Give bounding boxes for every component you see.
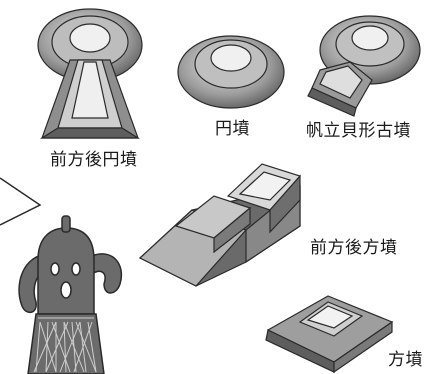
hofun-mound	[265, 295, 394, 374]
zenpo-koho-fun-mound	[138, 163, 302, 287]
label-enpun: 円墳	[215, 119, 250, 139]
label-hofun: 方墳	[388, 350, 423, 370]
speech-bubble-tail	[0, 177, 42, 226]
label-zenpo-koen-fun: 前方後円墳	[50, 150, 138, 170]
hotategai-kofun-mound	[307, 15, 421, 117]
haniwa-character	[0, 177, 123, 374]
label-hotategai-kofun: 帆立貝形古墳	[306, 121, 411, 141]
label-zenpo-koho-fun: 前方後方墳	[310, 238, 398, 258]
zenpo-koen-fun-mound	[37, 8, 143, 139]
enpun-mound	[177, 35, 285, 109]
